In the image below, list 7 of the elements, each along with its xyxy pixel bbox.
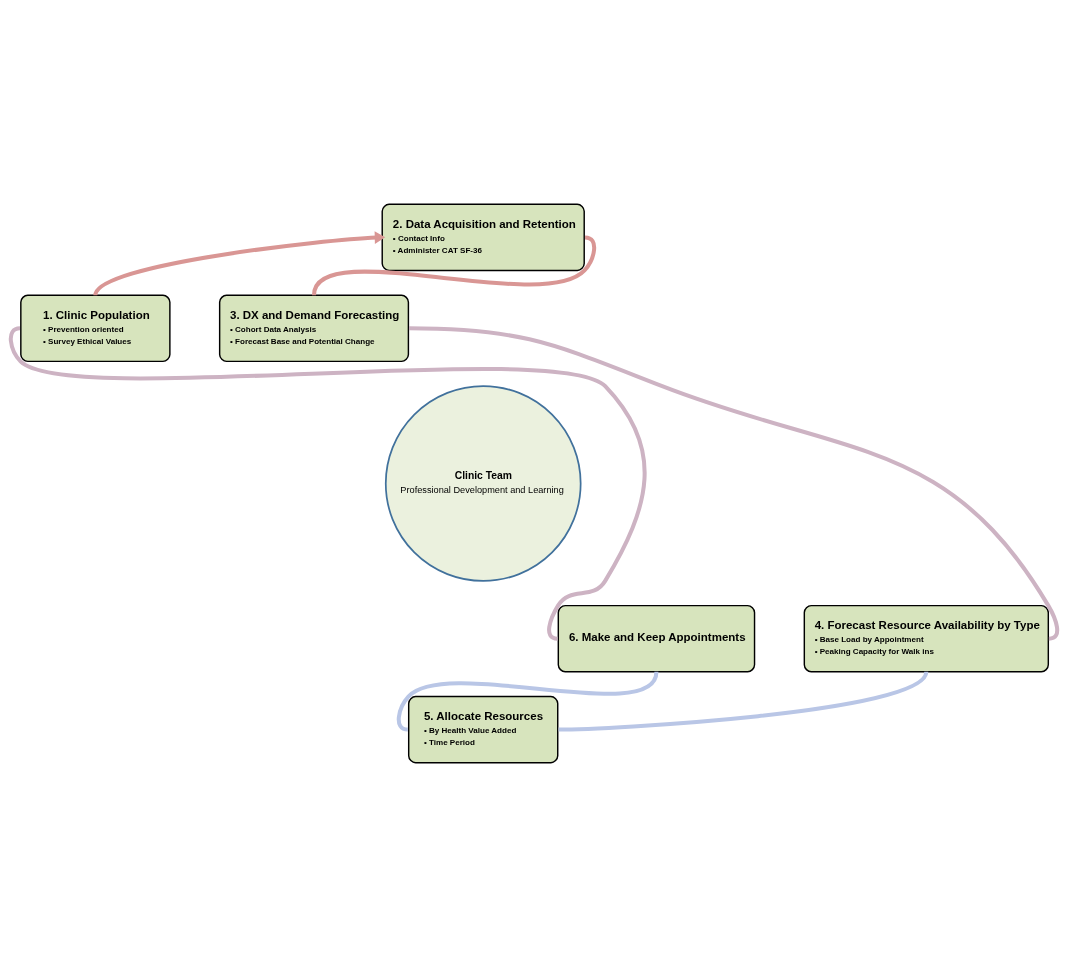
- node-circle: Clinic Team Professional Development and Learning: [384, 384, 582, 582]
- connector: [558, 670, 928, 732]
- node-box: 6. Make and Keep Appointments: [557, 604, 756, 672]
- connector: [396, 670, 659, 732]
- connector: [408, 325, 1059, 641]
- arrow: [93, 230, 386, 296]
- connector: [312, 234, 597, 296]
